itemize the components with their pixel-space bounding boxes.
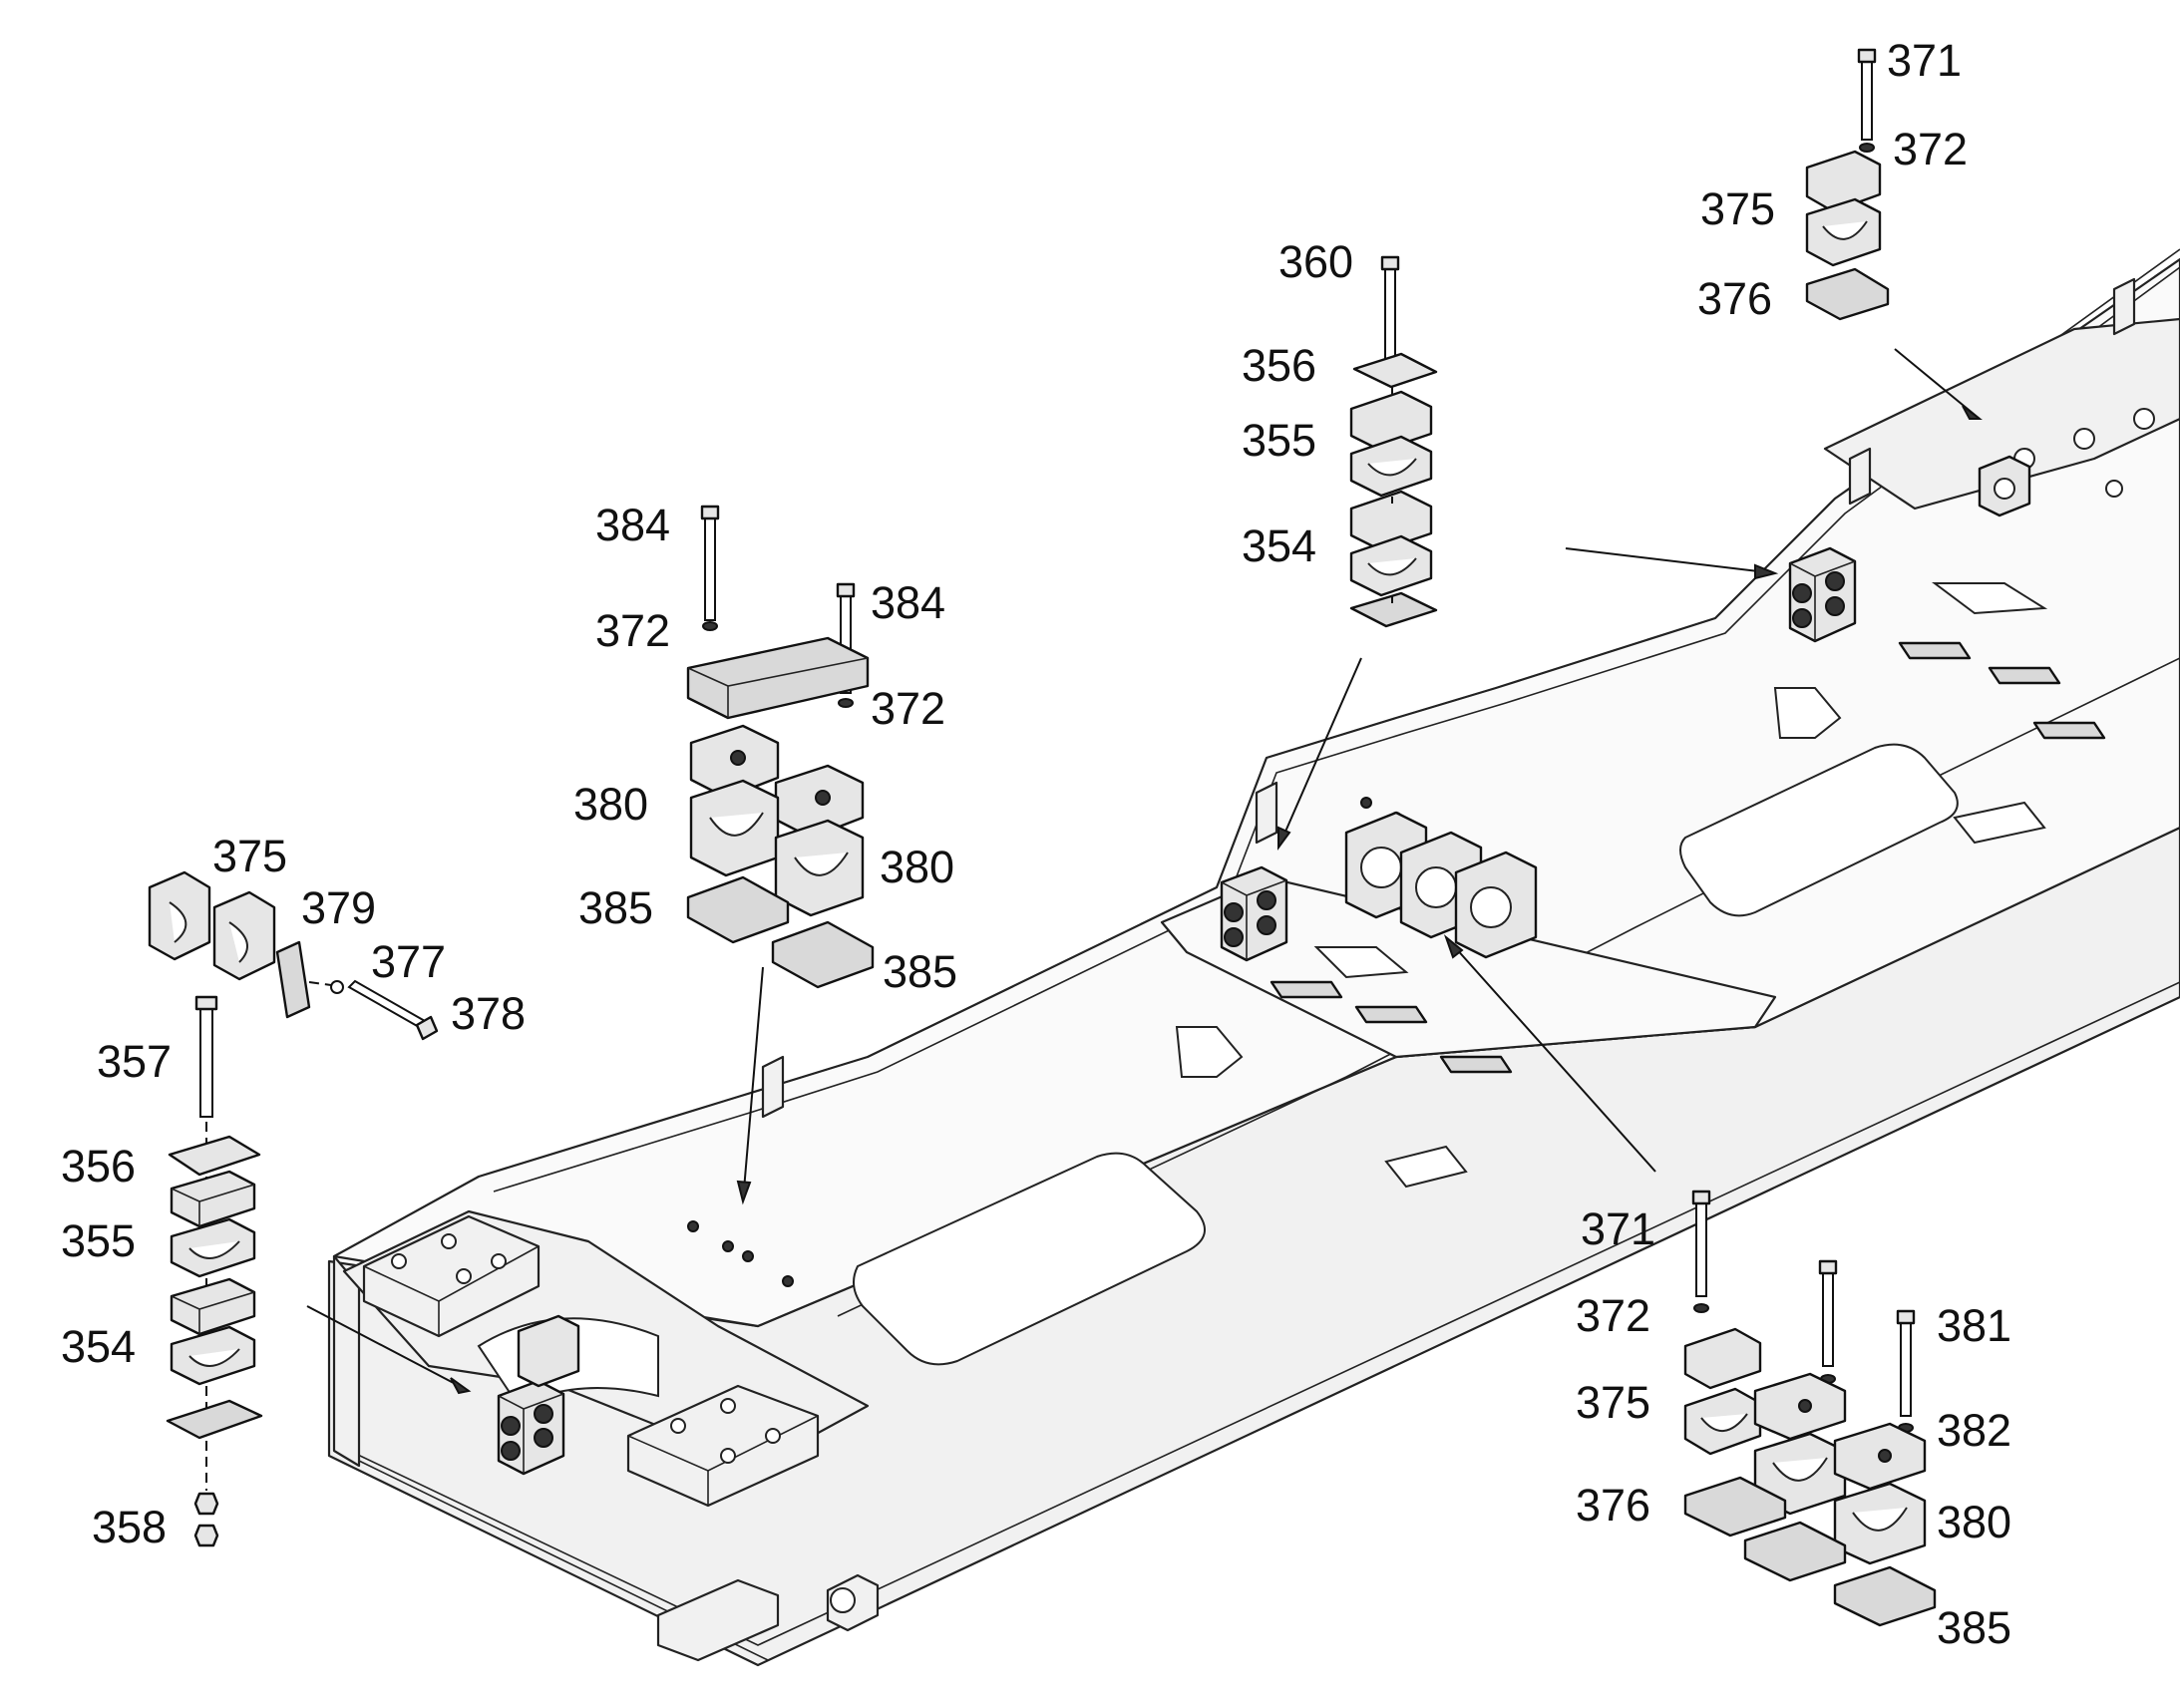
bottom-right-clamp-stack: [1683, 1190, 1937, 1627]
callout-380-a: 380: [573, 779, 648, 830]
callout-375-left: 375: [212, 831, 287, 881]
callout-376-br: 376: [1576, 1480, 1650, 1531]
callout-376-top: 376: [1697, 273, 1772, 324]
callout-355-left: 355: [61, 1215, 136, 1266]
callout-385-b: 385: [883, 946, 957, 997]
callout-labels: 371 372 375 376 360 356 355 354 384 384 …: [61, 35, 2011, 1653]
chassis-frame: [327, 248, 2180, 1667]
callout-372-a: 372: [595, 605, 670, 656]
callout-372-br: 372: [1576, 1290, 1650, 1341]
callout-371-top: 371: [1887, 35, 1962, 86]
callout-360: 360: [1278, 236, 1353, 287]
leader-arrows: [306, 348, 1983, 1395]
callout-375-br: 375: [1576, 1377, 1650, 1428]
callout-372-b: 372: [871, 683, 945, 734]
callout-381: 381: [1937, 1300, 2011, 1351]
left-side-clamp: [148, 870, 439, 1041]
callout-354-left: 354: [61, 1321, 136, 1372]
callout-356-left: 356: [61, 1141, 136, 1192]
callout-384-a: 384: [595, 500, 670, 550]
callout-380-b: 380: [880, 842, 954, 892]
middle-double-clamp-stack: [686, 505, 875, 989]
callout-384-b: 384: [871, 577, 945, 628]
left-clamp-stack: [166, 995, 263, 1547]
callout-358: 358: [92, 1502, 167, 1552]
middle-single-clamp-stack: [1349, 255, 1438, 628]
callout-356-mid: 356: [1242, 340, 1316, 391]
callout-379: 379: [301, 882, 376, 933]
callout-375-top: 375: [1700, 183, 1775, 234]
callout-378: 378: [451, 988, 526, 1039]
callout-354-mid: 354: [1242, 520, 1316, 571]
top-right-clamp-stack: [1805, 48, 1890, 321]
callout-357: 357: [97, 1036, 172, 1087]
callout-372-top: 372: [1893, 124, 1968, 174]
callout-382: 382: [1937, 1405, 2011, 1456]
callout-385-br: 385: [1937, 1602, 2011, 1653]
callout-380-br: 380: [1937, 1497, 2011, 1547]
callout-355-mid: 355: [1242, 415, 1316, 466]
callout-385-a: 385: [578, 882, 653, 933]
callout-377: 377: [371, 936, 446, 987]
installed-clamps: [497, 455, 2031, 1476]
callout-371-br: 371: [1581, 1203, 1655, 1254]
